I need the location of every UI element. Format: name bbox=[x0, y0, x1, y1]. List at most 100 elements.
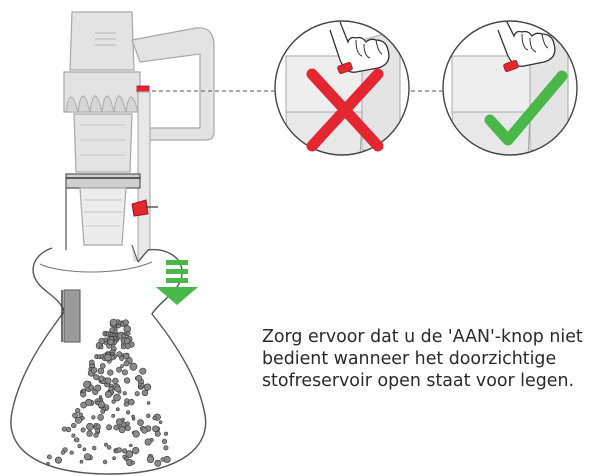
debris-particle bbox=[65, 426, 72, 433]
red-cross-icon bbox=[306, 68, 384, 152]
debris-particle bbox=[120, 364, 124, 368]
debris-particle bbox=[83, 380, 91, 389]
debris-particle bbox=[71, 422, 77, 429]
bin-door bbox=[63, 289, 81, 343]
debris-particle bbox=[123, 337, 131, 345]
debris-particle bbox=[104, 377, 112, 385]
debris-particle bbox=[78, 412, 83, 417]
debris-particle bbox=[104, 390, 112, 398]
debris-particle bbox=[112, 377, 119, 385]
debris-particle bbox=[125, 450, 134, 458]
debris-particle bbox=[90, 367, 98, 374]
debris-particle bbox=[110, 351, 114, 356]
debris-particle bbox=[164, 431, 169, 436]
debris-particle bbox=[125, 425, 131, 431]
debris-particle bbox=[60, 450, 66, 455]
debris-particle bbox=[88, 384, 95, 391]
debris-particle bbox=[158, 420, 163, 424]
debris-particle bbox=[111, 399, 116, 404]
debris-particle bbox=[132, 447, 140, 455]
debris-particle bbox=[126, 331, 131, 336]
debris-particle bbox=[116, 323, 121, 329]
debris-particle bbox=[94, 384, 102, 392]
debris-particle bbox=[146, 413, 151, 418]
debris-particle bbox=[113, 393, 121, 402]
debris-particle bbox=[107, 369, 114, 376]
debris-particle bbox=[111, 413, 116, 418]
debris-particle bbox=[71, 433, 76, 438]
debris-particle bbox=[126, 410, 131, 415]
debris-particle bbox=[122, 319, 129, 326]
debris-particle bbox=[132, 430, 140, 438]
debris-particle bbox=[134, 391, 140, 397]
debris-particle bbox=[116, 447, 122, 453]
debris-particle bbox=[144, 438, 152, 446]
debris-particle bbox=[79, 459, 84, 464]
debris-particle bbox=[97, 367, 105, 375]
debris-particle bbox=[89, 359, 95, 365]
debris-particle bbox=[47, 454, 52, 460]
debris-particle bbox=[109, 318, 118, 327]
shroud bbox=[73, 113, 133, 173]
debris-particle bbox=[118, 426, 126, 434]
debris-particle bbox=[114, 385, 121, 393]
debris-particle bbox=[144, 383, 152, 391]
bin-lid bbox=[65, 173, 141, 189]
debris-particle bbox=[69, 450, 74, 455]
debris-particle bbox=[77, 444, 82, 449]
debris-particle bbox=[112, 456, 116, 461]
debris-particle bbox=[99, 345, 104, 350]
debris-particle bbox=[121, 448, 128, 454]
debris-particle bbox=[122, 454, 127, 459]
bin-release-catch bbox=[131, 199, 149, 217]
debris-particle bbox=[75, 408, 81, 414]
debris-particle bbox=[99, 354, 104, 359]
debris-particle bbox=[86, 422, 94, 431]
debris-particle bbox=[80, 391, 87, 398]
vacuum-cleaner bbox=[63, 11, 215, 263]
debris-particle bbox=[102, 459, 108, 465]
debris-particle bbox=[122, 391, 127, 396]
debris-particle bbox=[98, 375, 105, 382]
debris-particle bbox=[95, 428, 101, 433]
debris-particle bbox=[113, 424, 120, 431]
debris-particle bbox=[107, 338, 114, 346]
debris-particle bbox=[121, 333, 127, 339]
debris-particle bbox=[100, 409, 106, 414]
debris-particle bbox=[98, 395, 103, 399]
debris-particle bbox=[146, 455, 155, 463]
debris-particle bbox=[139, 367, 147, 375]
debris-particle bbox=[123, 360, 130, 367]
debris-particle bbox=[100, 363, 106, 369]
wrong-callout bbox=[274, 20, 410, 156]
debris-particle bbox=[121, 417, 125, 422]
debris-particle bbox=[116, 407, 120, 412]
debris-particle bbox=[129, 362, 138, 371]
debris-particle bbox=[91, 445, 97, 451]
debris-particle bbox=[83, 453, 92, 461]
debris-particle bbox=[123, 353, 130, 360]
debris-particle bbox=[82, 447, 87, 452]
instruction-text: Zorg ervoor dat u de 'AAN'-knop niet bed… bbox=[262, 326, 607, 392]
green-check-icon bbox=[484, 70, 568, 146]
debris-particle bbox=[54, 456, 62, 464]
debris-particle bbox=[80, 427, 86, 433]
debris-particle bbox=[152, 425, 159, 433]
debris-particle bbox=[93, 423, 98, 427]
debris-particle bbox=[138, 385, 143, 390]
debris-particle bbox=[121, 369, 128, 376]
debris-particle bbox=[93, 374, 100, 381]
motor-housing bbox=[69, 11, 135, 71]
correct-callout bbox=[442, 20, 578, 156]
debris-particle bbox=[152, 416, 157, 421]
instruction-line-2: bedient wanneer het doorzichtige bbox=[262, 349, 557, 369]
debris-particle bbox=[81, 388, 86, 393]
debris-particle bbox=[91, 415, 96, 420]
debris-particle bbox=[123, 401, 129, 407]
debris-particle bbox=[86, 430, 93, 437]
debris-particle bbox=[123, 377, 131, 384]
trigger-button bbox=[136, 85, 150, 93]
instruction-line-3: stofreservoir open staat voor legen. bbox=[262, 371, 574, 391]
debris-particle bbox=[131, 414, 135, 419]
